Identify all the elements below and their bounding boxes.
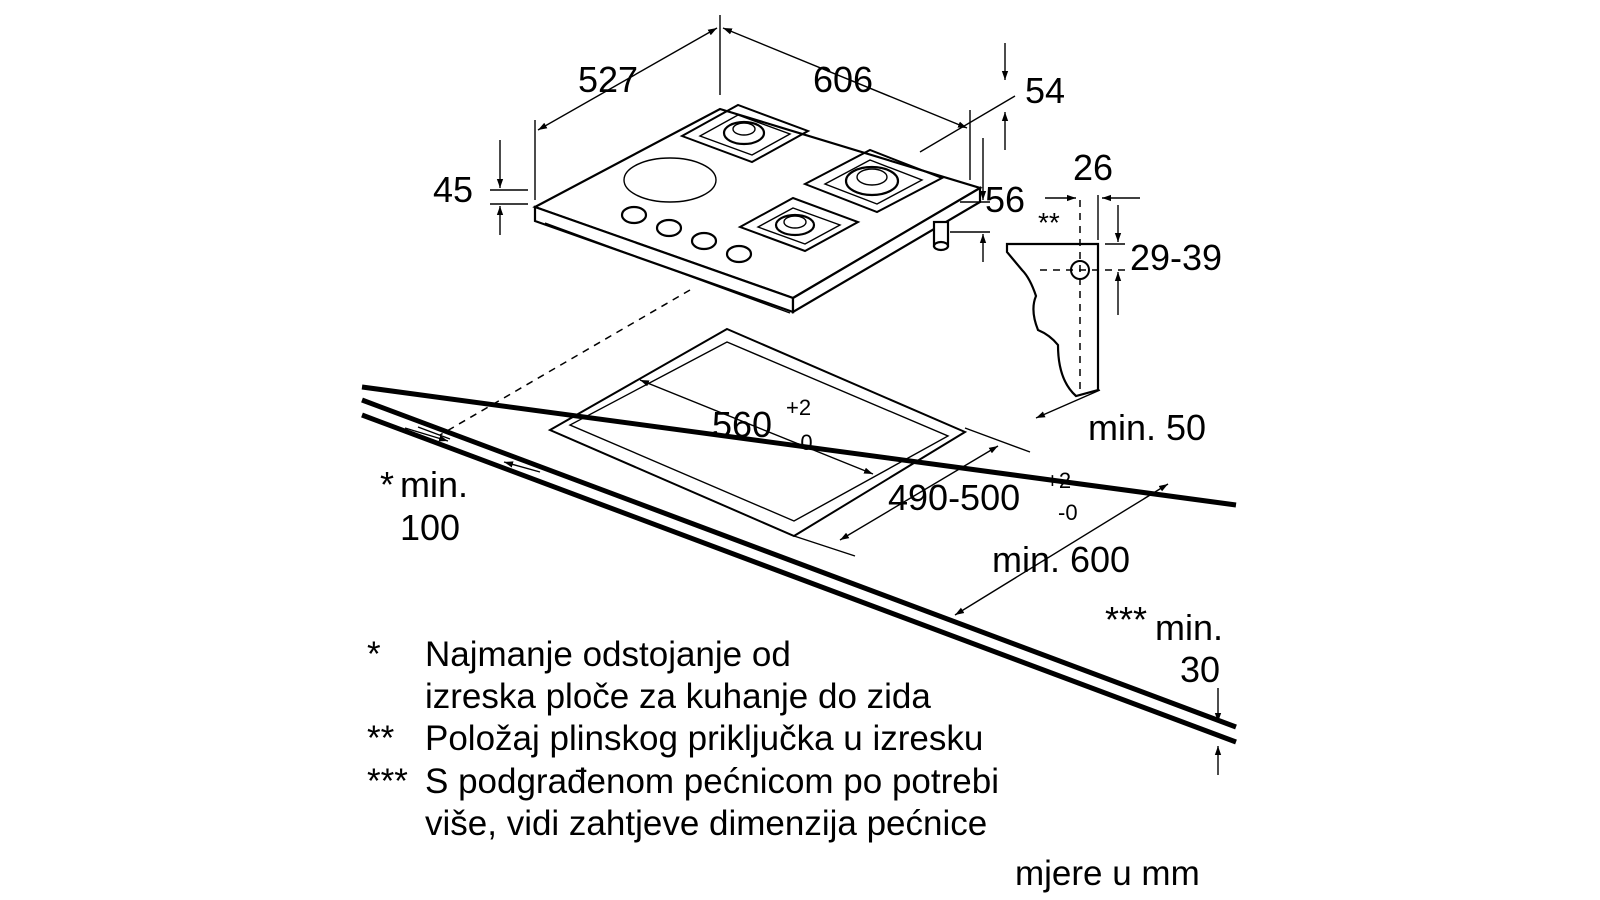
note-1-line-1: Najmanje odstojanje od	[425, 635, 791, 674]
min-100-label: min.	[400, 464, 468, 505]
dim-54: 54	[1025, 70, 1065, 111]
units-label: mjere u mm	[1015, 854, 1200, 893]
dim-560-tol-minus: -0	[793, 430, 813, 455]
min-30-value: 30	[1180, 649, 1220, 690]
min-30-marker: ***	[1105, 599, 1147, 640]
note-3-marker: ***	[367, 762, 408, 801]
dim-56: 56	[985, 179, 1025, 220]
dim-26: 26	[1073, 147, 1113, 188]
note-3-line-1: S podgrađenom pećnicom po potrebi	[425, 762, 999, 801]
dim-45: 45	[433, 169, 473, 210]
dim-min-50: min. 50	[1088, 407, 1206, 448]
min-30-label: min.	[1155, 607, 1223, 648]
dim-560-tol-plus: +2	[786, 395, 811, 420]
gas-connector	[932, 220, 950, 252]
notes: * Najmanje odstojanje od izreska ploče z…	[367, 635, 999, 843]
dimension-lines	[404, 15, 1222, 775]
control-knobs	[620, 205, 753, 264]
note-3-line-2: više, vidi zahtjeve dimenzija pećnice	[425, 804, 987, 843]
dim-490-500-tol-minus: -0	[1058, 500, 1078, 525]
min-100-marker: *	[380, 464, 394, 505]
note-2-line-1: Položaj plinskog priključka u izresku	[425, 719, 983, 758]
hob	[439, 103, 983, 436]
dim-29-39: 29-39	[1130, 237, 1222, 278]
connection-marker: **	[1038, 207, 1060, 238]
gas-burner-right	[802, 148, 945, 214]
dim-606: 606	[813, 59, 873, 100]
gas-burner-front	[737, 196, 861, 253]
dim-527: 527	[578, 59, 638, 100]
min-100-value: 100	[400, 507, 460, 548]
dim-min-600: min. 600	[992, 539, 1130, 580]
note-1-marker: *	[367, 635, 381, 674]
dim-490-500: 490-500	[888, 477, 1020, 518]
connection-profile	[1005, 194, 1140, 398]
note-1-line-2: izreska ploče za kuhanje do zida	[425, 677, 931, 716]
dim-560: 560	[712, 404, 772, 445]
dim-490-500-tol-plus: +2	[1046, 468, 1071, 493]
note-2-marker: **	[367, 719, 395, 758]
